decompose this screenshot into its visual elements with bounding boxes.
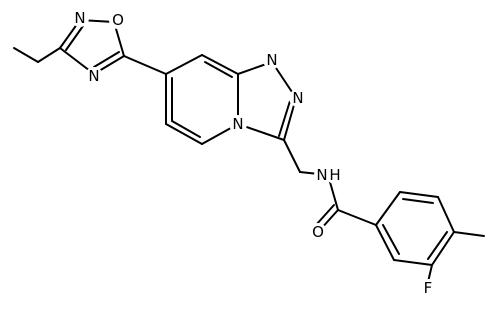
bond [437,196,455,233]
bond [93,51,120,68]
atom-label-n-bridgehead: N [232,115,243,133]
bond [453,231,485,237]
atom-labels: N O N N N N N H O F [71,9,437,297]
label-background [229,115,247,133]
bond [431,231,455,266]
bond [382,224,400,255]
label-background [85,67,103,85]
atom-label-h-amide: H [329,166,340,184]
bond [375,224,395,261]
bond [399,191,439,198]
bond [427,231,448,260]
atom-label-n-amide: N [316,166,327,184]
bond [165,123,203,145]
atom-label-f-fluoro: F [424,279,433,297]
label-background [263,51,281,69]
bond [315,204,335,226]
atom-label-n-triazole-right: N [292,89,303,107]
label-background [289,89,307,107]
bond [393,259,433,266]
bond [278,100,291,137]
bond [165,54,203,75]
atom-label-o-oxadiazole: O [112,11,124,29]
label-background [419,279,437,297]
atom-label-o-carbonyl: O [312,223,324,241]
label-background [109,11,127,29]
bond [171,120,201,138]
bond [65,25,84,51]
bond [204,61,233,78]
label-background [309,223,327,241]
label-background [71,9,89,27]
bond [283,139,301,173]
atom-label-n-triazole-top: N [266,51,277,69]
label-background [326,166,344,184]
bond [402,198,434,204]
bond [13,47,39,63]
bond [337,209,377,226]
atom-label-n-oxadiazole-top: N [74,9,85,27]
bond [201,54,239,75]
bond [123,55,167,75]
bonds [13,19,485,283]
atom-label-n-oxadiazole-bottom: N [88,67,99,85]
bond [375,191,401,226]
bond [37,47,61,63]
